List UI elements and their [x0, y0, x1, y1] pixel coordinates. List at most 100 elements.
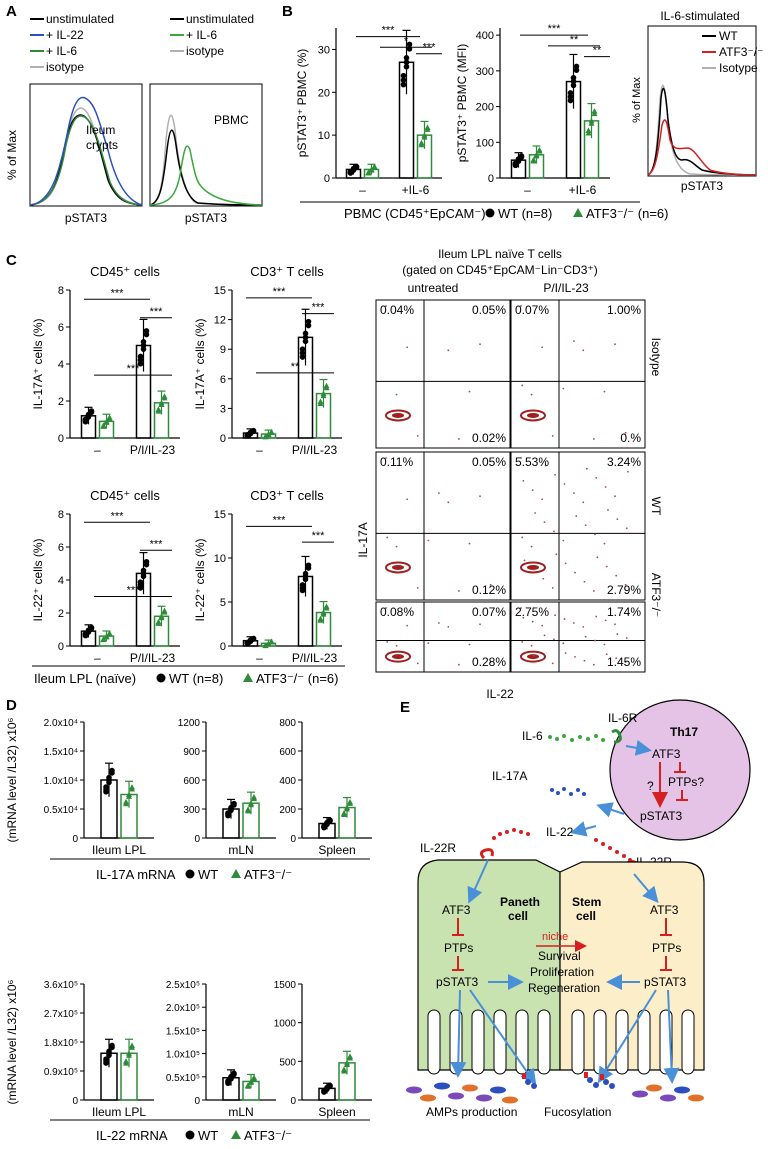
data-point [103, 633, 110, 639]
y-tick-label: 3 [220, 403, 226, 415]
y-tick-label: 10 [214, 553, 226, 565]
event-dot [614, 343, 616, 346]
data-point [106, 414, 113, 420]
event-dot [457, 663, 460, 666]
event-dot [521, 384, 524, 387]
il22r-receptor-left-icon [479, 848, 494, 860]
event-dot [530, 393, 533, 396]
fucosylation-glycans [522, 1072, 615, 1089]
event-dot [543, 634, 546, 637]
event-dot [627, 612, 629, 615]
event-dot [627, 470, 629, 473]
data-point [85, 411, 92, 418]
il17a-label: IL-17A [492, 769, 527, 783]
data-point [155, 618, 162, 625]
event-dot [616, 518, 619, 521]
event-dot [530, 545, 533, 548]
significance-label: *** [150, 306, 164, 318]
data-point [299, 350, 306, 356]
hist-legend-ko: ATF3⁻/⁻ [719, 45, 763, 59]
y-tick-label: 0 [58, 641, 64, 653]
data-point [323, 382, 330, 389]
event-dot [594, 533, 596, 536]
y-tick-label: 12 [214, 315, 226, 327]
event-dot [595, 615, 598, 618]
data-point [82, 416, 89, 423]
category-label: – [256, 443, 263, 457]
event-dot [594, 639, 596, 642]
y-axis-label: IL-17A⁺ cells (%) [31, 318, 45, 409]
y-tick-label: 0 [194, 1096, 200, 1107]
flow-plot [375, 299, 511, 449]
data-point [403, 59, 410, 66]
event-dot [592, 663, 595, 666]
panel-label-e: E [400, 699, 410, 716]
data-point [368, 166, 375, 172]
data-point [512, 160, 519, 167]
significance-label: *** [382, 25, 396, 37]
data-point [302, 338, 309, 345]
flow-cytometry-grid: Ileum LPL naïve T cells (gated on CD45⁺E… [356, 247, 663, 701]
significance-label: *** [273, 286, 287, 298]
y-tick-label: 2.0x10⁴ [44, 718, 78, 729]
data-point [403, 63, 410, 70]
paneth-ptps: PTPs [444, 941, 473, 955]
legend2-il6: + IL-6 [186, 28, 217, 42]
event-dot [605, 565, 608, 568]
event-dot [563, 618, 566, 620]
tissue-label: Spleen [318, 1105, 355, 1119]
significance-label: ** [593, 45, 602, 57]
data-point [341, 1066, 347, 1072]
category-label: P/I/IL-23 [292, 443, 338, 457]
amps-label: AMPs production [426, 1105, 517, 1119]
ileum-title-1: Ileum [86, 123, 115, 137]
y-tick-label: 2 [58, 608, 64, 620]
pbmc-title: PBMC [214, 113, 249, 127]
event-dot [427, 539, 430, 542]
data-point [400, 81, 407, 88]
b-footer-label: PBMC (CD45⁺EpCAM⁻) [344, 206, 486, 221]
event-dot [406, 624, 409, 627]
event-dot [625, 637, 628, 639]
event-dot [520, 607, 522, 609]
d-y-axis-label: (mRNA level /L32) x10⁶ [5, 717, 19, 842]
b-legend-wt: WT (n=8) [498, 206, 552, 221]
event-dot [572, 492, 575, 495]
histogram-ileum: Ileum crypts pSTAT3 [29, 83, 143, 225]
event-dot [615, 574, 618, 577]
event-dot [530, 644, 533, 647]
y-tick-label: 2.7x10⁵ [44, 1009, 78, 1020]
y-tick-label: 0 [290, 1096, 296, 1107]
event-dot [614, 495, 616, 498]
event-dot [489, 661, 492, 663]
mechanism-diagram: Th17 IL-6 IL-6R ATF3 ? PTPs? pSTAT3 IL-1… [406, 699, 751, 1119]
data-point [371, 163, 378, 170]
y-tick-label: 900 [183, 747, 200, 758]
data-point [305, 322, 312, 329]
survival-2: Proliferation [530, 965, 594, 979]
y-tick-label: 0 [220, 433, 226, 445]
data-point [231, 800, 237, 807]
y-tick-label: 0 [72, 834, 78, 845]
fucosylation-label: Fucosylation [544, 1105, 611, 1119]
event-dot [531, 489, 534, 491]
event-dot [386, 640, 389, 643]
category-label: – [524, 183, 531, 197]
event-dot [572, 340, 575, 343]
y-axis-label: IL-22⁺ cells (%) [31, 538, 45, 621]
il6-label: IL-6 [522, 729, 543, 743]
data-point [302, 570, 309, 577]
y-tick-label: 2.5x10⁵ [166, 980, 200, 991]
event-dot [583, 580, 586, 583]
significance-label: *** [150, 538, 164, 550]
paneth-label-1: Paneth [500, 895, 540, 909]
data-point [418, 139, 425, 146]
y-tick-label: 20 [318, 87, 330, 99]
th17-atf3: ATF3 [652, 747, 681, 761]
y-tick-label: 8 [58, 509, 64, 521]
data-point [228, 1073, 234, 1080]
data-point [155, 406, 162, 412]
category-label: +IL-6 [402, 183, 430, 197]
